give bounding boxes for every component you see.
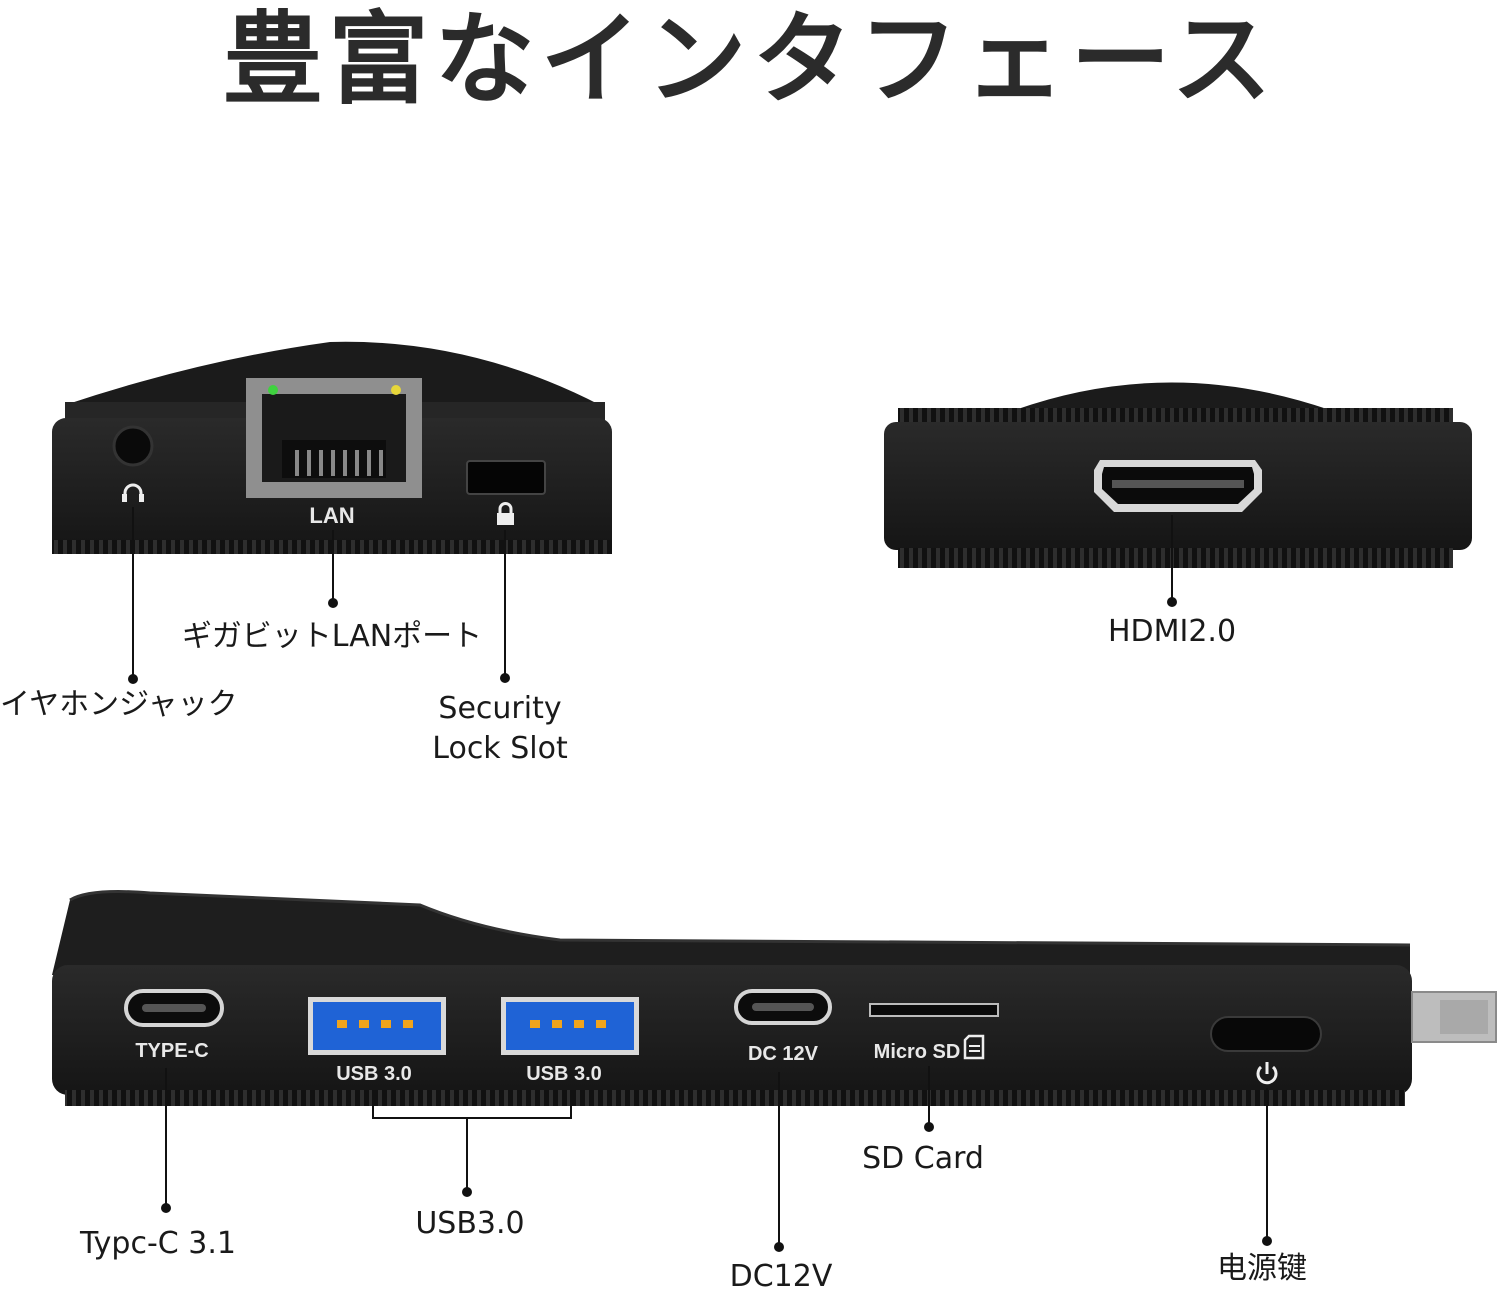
usb-port-1 bbox=[308, 997, 446, 1055]
callout-sd-card: SD Card bbox=[862, 1141, 984, 1176]
callout-usb: USB3.0 bbox=[415, 1206, 525, 1241]
power-icon bbox=[1256, 1062, 1278, 1085]
page-title: 豊富なインタフェース bbox=[222, 1, 1278, 118]
microsd-slot bbox=[869, 1003, 999, 1017]
lan-port bbox=[246, 378, 422, 498]
typec-port-label: TYPE-C bbox=[135, 1040, 209, 1062]
dc-port-label: DC 12V bbox=[747, 1043, 819, 1065]
usb-port-2 bbox=[501, 997, 639, 1055]
sd-card-icon bbox=[963, 1034, 985, 1060]
power-button bbox=[1210, 1016, 1322, 1052]
callout-typec: Typc-C 3.1 bbox=[80, 1226, 236, 1261]
audio-jack-port bbox=[112, 425, 154, 467]
callout-dc: DC12V bbox=[729, 1259, 833, 1294]
callout-lan: ギガビットLANポート bbox=[181, 619, 483, 654]
usb-port-2-label: USB 3.0 bbox=[526, 1063, 602, 1085]
callout-security-line1: Security bbox=[438, 691, 562, 726]
lan-led-yellow bbox=[391, 385, 401, 395]
callout-power: 电源键 bbox=[1217, 1251, 1307, 1286]
lan-led-green bbox=[268, 385, 278, 395]
device-side-view-right bbox=[884, 382, 1472, 607]
lock-icon bbox=[497, 502, 514, 525]
callout-audio-jack: イヤホンジャック bbox=[0, 687, 238, 722]
device-side-view-left: LAN bbox=[52, 341, 612, 684]
device-front-view bbox=[52, 890, 1497, 1252]
callout-hdmi: HDMI2.0 bbox=[1107, 614, 1237, 649]
lan-port-label: LAN bbox=[309, 503, 354, 528]
security-lock-slot bbox=[466, 460, 546, 495]
microsd-port-label: Micro SD bbox=[873, 1041, 961, 1063]
callout-security-line2: Lock Slot bbox=[432, 731, 568, 766]
headphone-icon bbox=[122, 483, 144, 502]
hdmi-port bbox=[1094, 460, 1262, 512]
usb-port-1-label: USB 3.0 bbox=[336, 1063, 412, 1085]
